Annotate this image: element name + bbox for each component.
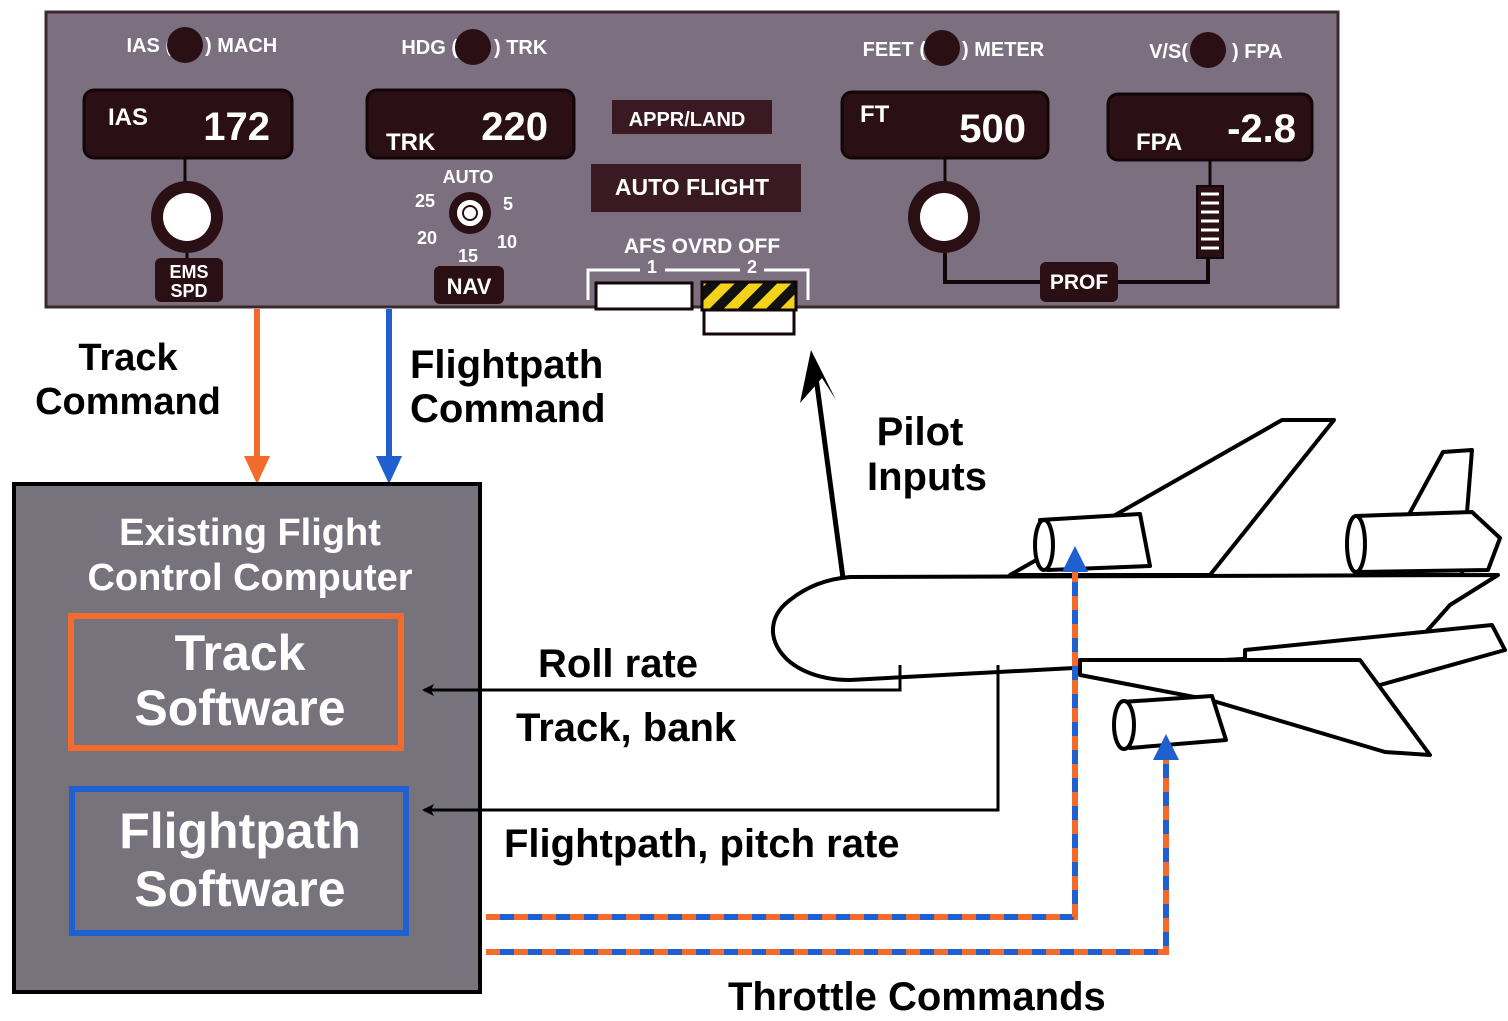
computer-title-line1: Existing Flight <box>119 512 381 554</box>
flightpath-software-box: Flightpath Software <box>69 786 409 936</box>
fpa-thumbwheel[interactable] <box>1196 160 1224 259</box>
track-software-box: Track Software <box>68 613 404 751</box>
appr-land-annunciator: APPR/LAND <box>612 100 772 134</box>
selector-feet-label: FEET ( <box>863 39 927 61</box>
afs-switch-2[interactable] <box>702 308 796 336</box>
throttle-commands-label: Throttle Commands <box>728 975 1106 1016</box>
auto-flight-label: AUTO FLIGHT <box>615 174 769 200</box>
afs-switch-2-guard <box>700 280 798 312</box>
flight-control-computer: Existing Flight Control Computer Track S… <box>12 482 482 994</box>
pilot-inputs-label-line1: Pilot <box>877 410 964 454</box>
flightpath-feedback-line <box>422 665 1000 816</box>
ias-display-label: IAS <box>108 104 148 131</box>
prof-link-left <box>943 253 1040 284</box>
trk-display-value: 220 <box>481 105 548 149</box>
bank-angle-selector[interactable]: AUTO 25 5 20 10 15 <box>415 167 517 266</box>
altitude-knob[interactable] <box>908 158 980 253</box>
flightpath-command-arrow <box>376 309 402 484</box>
roll-rate-label: Roll rate <box>538 642 698 686</box>
afs-ovrd-off-label: AFS OVRD OFF <box>624 235 781 258</box>
vs-fpa-knob[interactable] <box>1190 32 1226 68</box>
ems-label: EMS <box>169 262 208 282</box>
appr-land-label: APPR/LAND <box>629 109 746 131</box>
bank-20-label: 20 <box>417 228 437 248</box>
afs-switch-1[interactable] <box>594 281 694 311</box>
pilot-inputs-label-line2: Inputs <box>867 455 987 499</box>
track-software-line2: Software <box>134 680 345 736</box>
trk-display: TRK 220 <box>365 88 576 160</box>
fpa-display-label: FPA <box>1136 129 1182 156</box>
roll-rate-feedback-line <box>422 665 902 696</box>
speed-knob[interactable] <box>151 158 223 262</box>
flightpath-software-line2: Software <box>134 861 345 917</box>
hdg-trk-knob[interactable] <box>455 29 491 65</box>
track-command-arrow <box>244 309 270 484</box>
selector-hdg-label: HDG ( <box>401 37 458 59</box>
bank-10-label: 10 <box>497 232 517 252</box>
prof-link-right <box>1118 258 1210 284</box>
fpa-display: FPA -2.8 <box>1106 92 1314 162</box>
bank-5-label: 5 <box>503 194 513 214</box>
throttle-command-line-upper <box>486 546 1088 920</box>
flightpath-command-label-line1: Flightpath <box>410 343 603 387</box>
prof-label: PROF <box>1050 271 1109 294</box>
flightpath-software-line1: Flightpath <box>119 803 361 859</box>
ias-display-value: 172 <box>203 105 270 149</box>
ias-mach-knob[interactable] <box>167 27 203 63</box>
fpa-display-value: -2.8 <box>1227 107 1296 151</box>
auto-flight-annunciator: AUTO FLIGHT <box>591 164 801 212</box>
track-software-line1: Track <box>175 625 306 681</box>
throttle-command-line-lower <box>486 734 1179 955</box>
afs-switch-2-label: 2 <box>747 257 757 277</box>
selector-feet-meter[interactable]: FEET ( ) METER <box>863 30 1045 66</box>
bank-15-label: 15 <box>458 246 478 266</box>
ems-spd-button[interactable]: EMS SPD <box>155 258 223 302</box>
selector-ias-label: IAS ( <box>126 35 172 57</box>
afs-switch-1-label: 1 <box>647 257 657 277</box>
nav-button[interactable]: NAV <box>434 266 504 304</box>
pilot-inputs-arrow <box>800 350 846 579</box>
flightpath-pitch-rate-label: Flightpath, pitch rate <box>504 822 900 866</box>
feet-meter-knob[interactable] <box>924 30 960 66</box>
auto-label: AUTO <box>443 167 494 187</box>
track-command-label-line2: Command <box>35 381 221 423</box>
airplane-icon <box>771 418 1507 757</box>
ft-display-label: FT <box>860 101 890 128</box>
nav-label: NAV <box>447 274 492 299</box>
ft-display: FT 500 <box>840 90 1050 160</box>
trk-display-label: TRK <box>386 129 436 156</box>
ias-display: IAS 172 <box>82 88 294 160</box>
selector-hdg-trk[interactable]: HDG ( ) TRK <box>401 29 548 65</box>
ft-display-value: 500 <box>959 107 1026 151</box>
selector-ias-mach[interactable]: IAS ( ) MACH <box>126 27 277 63</box>
prof-button[interactable]: PROF <box>1040 262 1118 302</box>
spd-label: SPD <box>170 281 207 301</box>
track-bank-label: Track, bank <box>516 706 737 750</box>
selector-mach-label: ) MACH <box>205 35 277 57</box>
selector-meter-label: ) METER <box>962 39 1045 61</box>
selector-trk-label: ) TRK <box>494 37 548 59</box>
afs-override-switches: 1 2 <box>586 257 810 336</box>
selector-vs-fpa[interactable]: V/S( ) FPA <box>1149 32 1283 68</box>
flightpath-command-label-line2: Command <box>410 387 606 431</box>
bank-25-label: 25 <box>415 191 435 211</box>
selector-vs-label: V/S( <box>1149 41 1188 63</box>
mode-control-panel: IAS ( ) MACH HDG ( ) TRK FEET ( ) METER … <box>44 10 1340 336</box>
computer-title-line2: Control Computer <box>87 557 412 599</box>
track-command-label-line1: Track <box>78 337 178 379</box>
selector-fpa-label: ) FPA <box>1232 41 1283 63</box>
